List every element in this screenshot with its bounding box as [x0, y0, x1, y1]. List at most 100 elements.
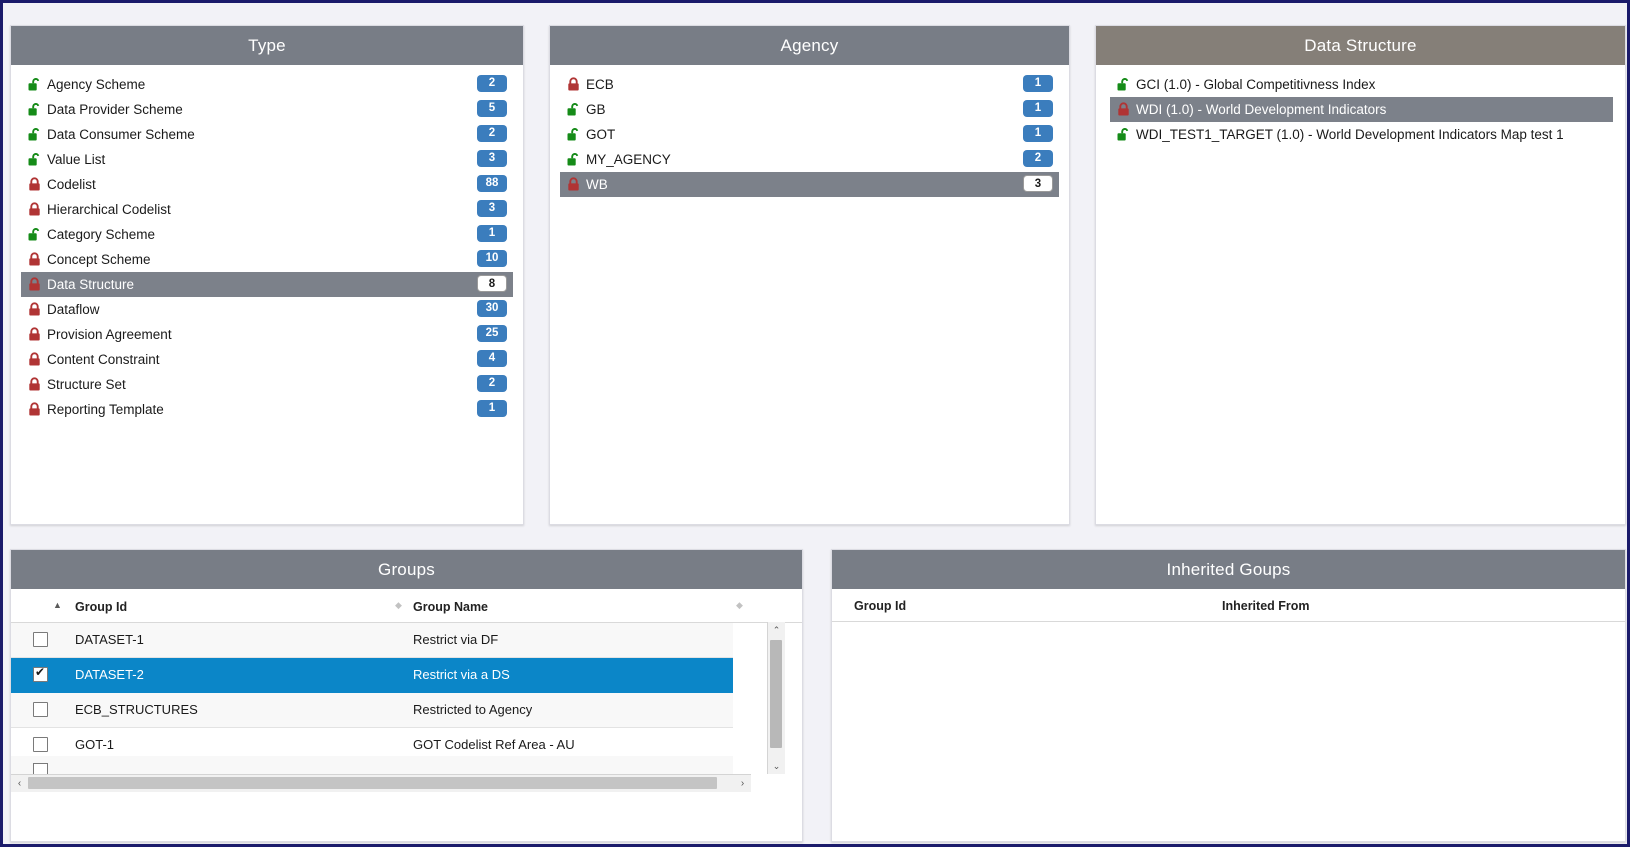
lock-icon-red [27, 352, 42, 367]
type-item-2[interactable]: Data Provider Scheme 5 [21, 97, 513, 122]
count-badge: 10 [477, 250, 507, 267]
count-badge: 2 [477, 375, 507, 392]
data-structure-item-1[interactable]: GCI (1.0) - Global Competitivness Index [1110, 72, 1613, 97]
groups-hscroll-thumb[interactable] [28, 777, 717, 789]
unlock-icon-green [27, 77, 42, 92]
row-checkbox[interactable] [33, 632, 48, 647]
lock-icon-red [27, 402, 42, 417]
scroll-down-icon[interactable]: ⌄ [772, 761, 781, 771]
lock-icon-red [27, 177, 42, 192]
data-structure-item-3[interactable]: WDI_TEST1_TARGET (1.0) - World Developme… [1110, 122, 1613, 147]
table-row[interactable]: DATASET-1 Restrict via DF [11, 623, 733, 658]
unlock-icon-green [1116, 77, 1131, 92]
lock-icon-red [566, 177, 581, 192]
type-item-label: Data Provider Scheme [47, 102, 183, 117]
row-checkbox[interactable] [33, 702, 48, 717]
column-header-group-name[interactable]: Group Name [413, 600, 489, 614]
panel-inherited-groups-title: Inherited Goups [832, 550, 1625, 589]
unlock-icon-green [566, 127, 581, 142]
count-badge: 25 [477, 325, 507, 342]
count-badge: 4 [477, 350, 507, 367]
type-item-9[interactable]: Data Structure 8 [21, 272, 513, 297]
type-item-label: Hierarchical Codelist [47, 202, 171, 217]
count-badge: 30 [477, 300, 507, 317]
row-checkbox[interactable] [33, 763, 48, 774]
groups-grid-body[interactable]: DATASET-1 Restrict via DF DATASET-2Restric… [11, 623, 802, 757]
lock-icon-red [1116, 102, 1131, 117]
type-item-10[interactable]: Dataflow 30 [21, 297, 513, 322]
groups-grid-header: ▲ Group Id ◆ Group Name ◆ [11, 589, 802, 623]
groups-vscroll-thumb[interactable] [770, 640, 782, 748]
data-structure-item-label: GCI (1.0) - Global Competitivness Index [1136, 77, 1376, 92]
sort-none-icon-group-name[interactable]: ◆ [395, 600, 402, 610]
type-item-label: Data Structure [47, 277, 135, 292]
scroll-up-icon[interactable]: ⌃ [772, 625, 781, 635]
scroll-left-icon[interactable]: ‹ [17, 778, 22, 789]
groups-vertical-scrollbar[interactable]: ⌃ ⌄ [767, 622, 785, 774]
cell-group-id: ECB_STRUCTURES [75, 702, 198, 717]
groups-grid-partial-row[interactable] [11, 756, 733, 775]
type-item-label: Category Scheme [47, 227, 156, 242]
unlock-icon-green [1116, 127, 1131, 142]
count-badge: 5 [477, 100, 507, 117]
cell-group-id: GOT-1 [75, 737, 115, 752]
unlock-icon-green [27, 152, 42, 167]
type-item-label: Agency Scheme [47, 77, 146, 92]
type-item-1[interactable]: Agency Scheme 2 [21, 72, 513, 97]
count-badge: 3 [1023, 175, 1053, 192]
panel-groups: Groups ▲ Group Id ◆ Group Name ◆ DATASET… [10, 549, 803, 842]
panel-type-title: Type [11, 26, 523, 65]
inherited-grid-body[interactable] [832, 622, 1625, 822]
scroll-right-icon[interactable]: › [740, 778, 745, 789]
type-item-12[interactable]: Content Constraint 4 [21, 347, 513, 372]
count-badge: 3 [477, 150, 507, 167]
panel-agency-title: Agency [550, 26, 1069, 65]
unlock-icon-green [27, 227, 42, 242]
cell-group-name: Restrict via DF [413, 632, 499, 647]
type-item-label: Dataflow [47, 302, 100, 317]
type-item-label: Concept Scheme [47, 252, 151, 267]
type-item-label: Reporting Template [47, 402, 164, 417]
column-header-inherited-from[interactable]: Inherited From [1222, 599, 1310, 613]
inherited-groups-grid: Group Id Inherited From [832, 589, 1625, 841]
column-header-inherited-group-id[interactable]: Group Id [854, 599, 907, 613]
data-structure-item-2[interactable]: WDI (1.0) - World Development Indicators [1110, 97, 1613, 122]
column-header-group-id[interactable]: Group Id [75, 600, 128, 614]
count-badge: 2 [477, 75, 507, 92]
unlock-icon-green [27, 127, 42, 142]
row-checkbox[interactable] [33, 737, 48, 752]
row-checkbox[interactable] [33, 665, 48, 682]
lock-icon-red [27, 202, 42, 217]
panel-inherited-groups: Inherited Goups Group Id Inherited From [831, 549, 1626, 842]
sort-asc-icon-group-id[interactable]: ▲ [53, 600, 62, 610]
groups-horizontal-scrollbar[interactable]: ‹ › [11, 774, 751, 792]
cell-group-id: DATASET-1 [75, 632, 144, 647]
count-badge: 8 [477, 275, 507, 292]
panel-data-structure-title: Data Structure [1096, 26, 1625, 65]
cell-group-id: DATASET-2 [75, 667, 144, 682]
grid-panel-row: Groups ▲ Group Id ◆ Group Name ◆ DATASET… [3, 549, 1627, 844]
sort-none-icon-extra[interactable]: ◆ [736, 600, 743, 610]
type-item-8[interactable]: Concept Scheme 10 [21, 247, 513, 272]
type-item-label: Content Constraint [47, 352, 160, 367]
